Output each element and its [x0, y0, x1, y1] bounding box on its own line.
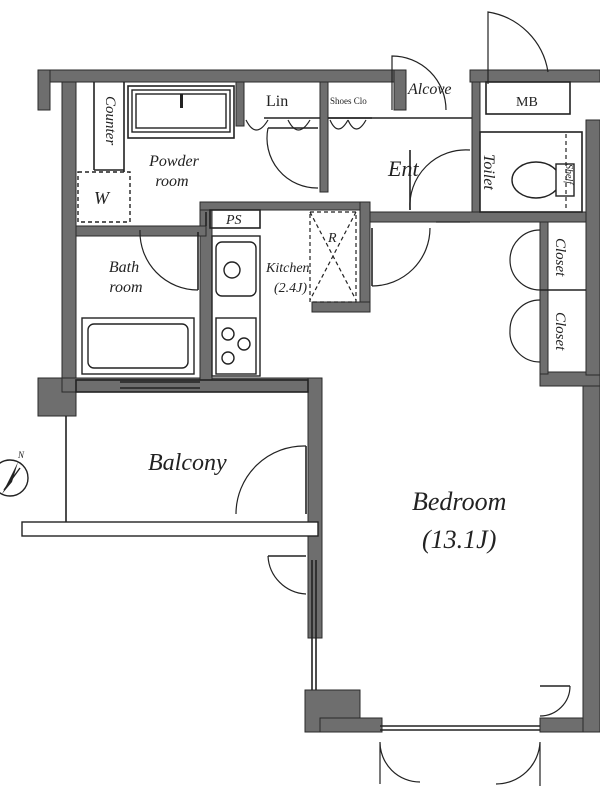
walls	[37, 69, 600, 733]
mb-label: MB	[516, 95, 538, 110]
pipe-space-label: PS	[225, 213, 242, 228]
labels: Counter Powder room W Lin Shoes Clo Alco…	[94, 81, 574, 554]
compass-north-label: N	[17, 450, 25, 460]
counter-label: Counter	[102, 96, 118, 145]
partitions	[21, 81, 586, 731]
powder-room-label: Powder room	[148, 153, 203, 190]
kitchen-label: Kitchen	[265, 261, 310, 276]
powder-room-line-1: Powder	[148, 153, 200, 170]
shoes-closet-label: Shoes Clo	[330, 96, 367, 106]
kitchen-size-label: (2.4J)	[274, 281, 307, 296]
linen-label: Lin	[266, 93, 288, 110]
powder-room-line-2: room	[155, 173, 188, 190]
refrigerator-label: R	[327, 231, 337, 246]
fixtures	[77, 89, 575, 377]
doors	[139, 11, 571, 786]
toilet-label: Toilet	[480, 154, 497, 190]
closet-label-1: Closet	[552, 238, 568, 277]
compass: N	[0, 450, 29, 497]
entrance-label: Ent	[387, 156, 419, 181]
shelf-label: Shelf	[563, 164, 574, 185]
bath-room-line-2: room	[109, 279, 142, 296]
bath-room-line-1: Bath	[109, 259, 139, 276]
alcove-label: Alcove	[407, 81, 452, 98]
bedroom-size-label: (13.1J)	[422, 525, 496, 554]
washer-label: W	[94, 188, 111, 208]
bath-room-label: Bath room	[109, 259, 143, 296]
closet-label-2: Closet	[552, 312, 568, 351]
balcony-label: Balcony	[148, 450, 227, 476]
bedroom-label: Bedroom	[412, 487, 506, 516]
